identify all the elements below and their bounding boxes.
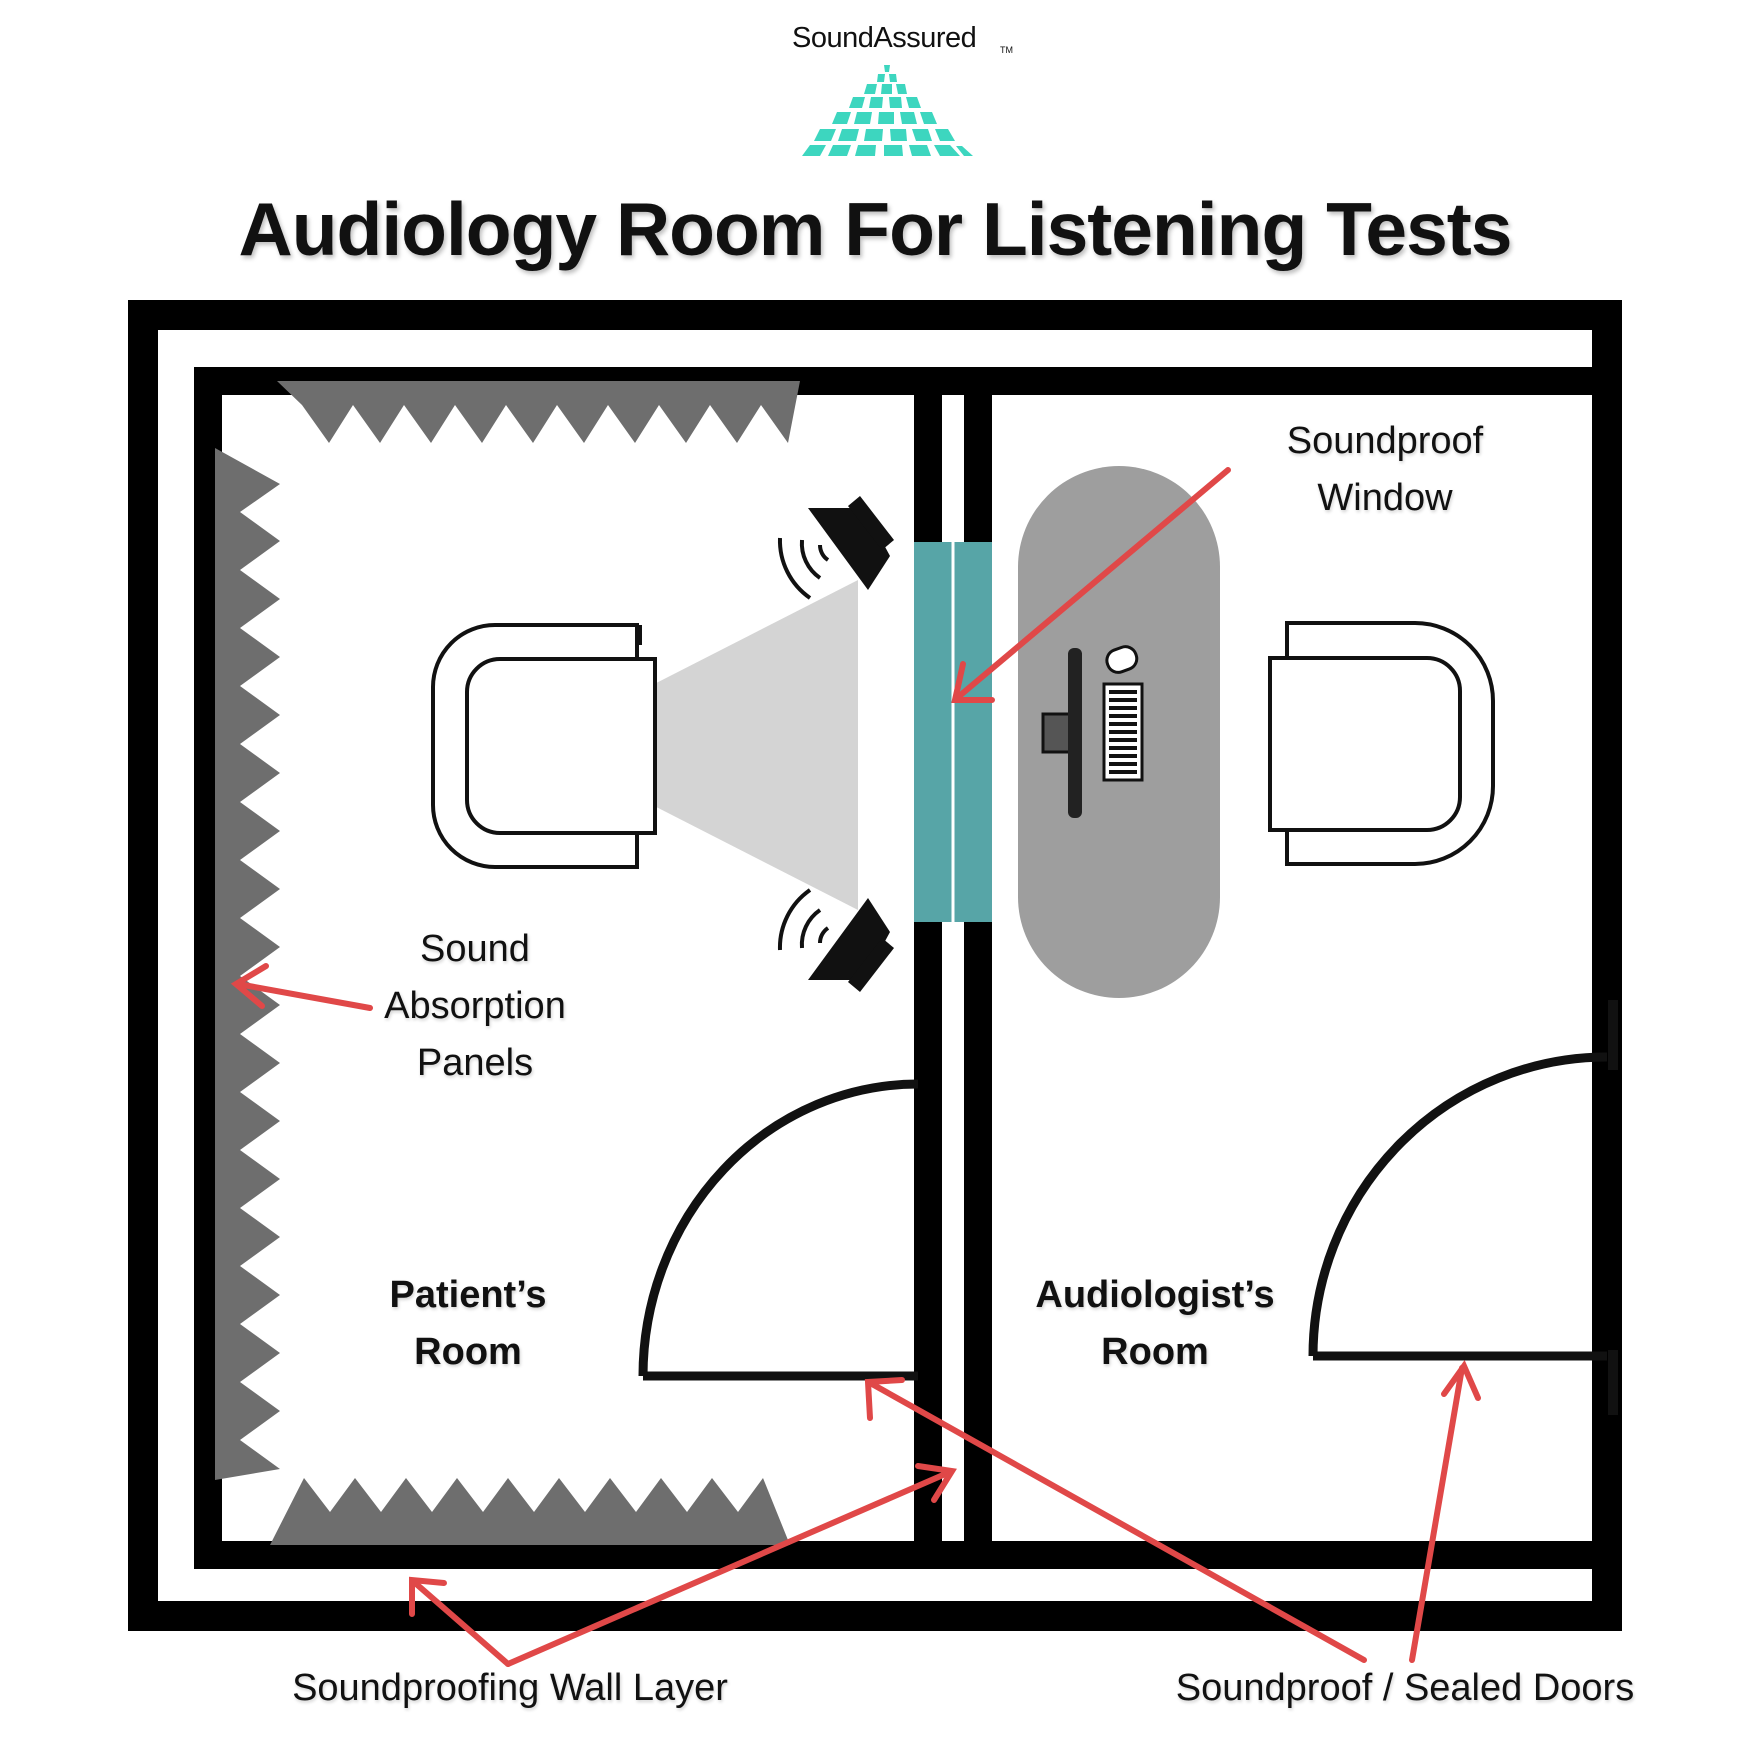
window-label-line-1: Soundproof (1286, 420, 1484, 462)
wall-layer-arrows (409, 1463, 957, 1667)
audiologist-room-label-line-2: Room (1101, 1331, 1209, 1373)
audiologist-chair-icon (1268, 621, 1495, 866)
annotation-arrows (230, 467, 1481, 1667)
brand-name: SoundAssured (792, 22, 977, 54)
door-arrows (864, 1359, 1481, 1663)
patient-room-label-line-2: Room (414, 1331, 522, 1373)
soundproof-window (914, 542, 992, 922)
brand-trademark: TM (1000, 45, 1013, 55)
brand-logo-icon (802, 65, 973, 156)
outer-wall (128, 300, 1622, 1631)
page-title: Audiology Room For Listening Tests (238, 187, 1513, 271)
sound-cone (535, 580, 858, 910)
computer-icon (1041, 645, 1144, 818)
window-label: Soundproof Window (1265, 413, 1505, 527)
doors-label: Soundproof / Sealed Doors (1175, 1667, 1635, 1709)
sound-absorption-panels (215, 381, 800, 1545)
panels-label-line-1: Sound (420, 928, 530, 970)
audiologist-door (1308, 1000, 1618, 1415)
panels-label-line-2: Absorption (384, 985, 566, 1027)
panels-arrow (230, 963, 373, 1011)
window-label-line-2: Window (1317, 477, 1453, 519)
patient-chair-icon (431, 623, 657, 869)
audiologist-room-label-line-1: Audiologist’s (1035, 1274, 1275, 1316)
speaker-top-icon (777, 496, 894, 600)
patient-room-label: Patient’s Room (348, 1267, 588, 1381)
patient-room-label-line-1: Patient’s (389, 1274, 547, 1316)
audiologist-room-label: Audiologist’s Room (1010, 1267, 1300, 1381)
speaker-bottom-icon (777, 888, 894, 992)
patient-door (638, 1079, 919, 1381)
panels-label: Sound Absorption Panels (360, 921, 590, 1092)
window-arrow (951, 467, 1231, 703)
wall-layer-label: Soundproofing Wall Layer (292, 1667, 728, 1709)
panels-label-line-3: Panels (416, 1042, 534, 1084)
